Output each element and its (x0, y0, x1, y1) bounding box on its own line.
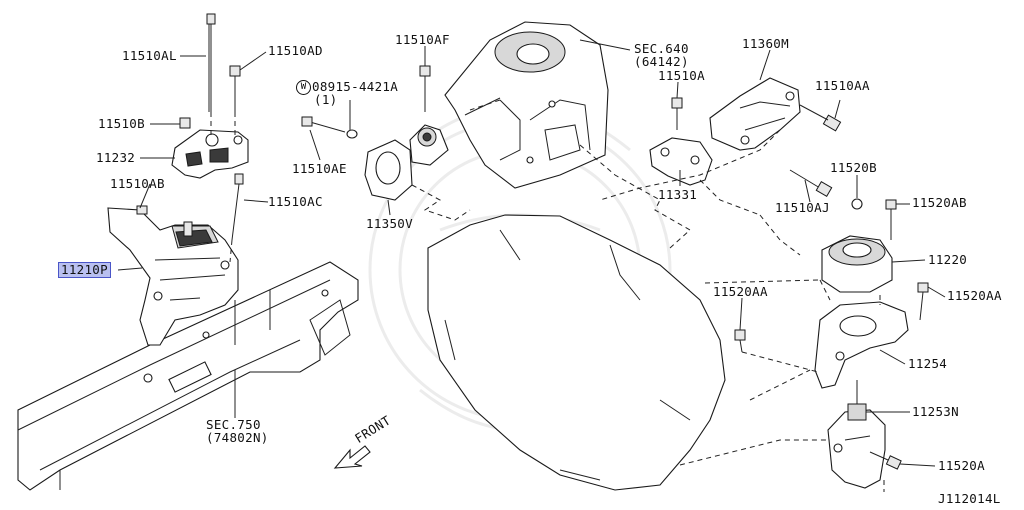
callout-11253n[interactable]: 11253N (912, 404, 959, 419)
callout-11232[interactable]: 11232 (96, 150, 136, 165)
callout-11520b[interactable]: 11520B (830, 160, 877, 175)
callout-11220[interactable]: 11220 (928, 252, 968, 267)
callout-11510al[interactable]: 11510AL (122, 48, 177, 63)
callout-08915-qty: (1) (314, 92, 338, 107)
mount-11253n (827, 380, 902, 489)
callout-08915-4421a[interactable]: 08915-4421A (312, 79, 399, 94)
bracket-11331 (649, 97, 833, 198)
bolts-left (136, 13, 244, 263)
callout-11360m[interactable]: 11360M (742, 36, 789, 51)
callout-11331[interactable]: 11331 (658, 187, 698, 202)
callout-11510ad[interactable]: 11510AD (268, 43, 323, 58)
callout-11520aa-left[interactable]: 11520AA (713, 284, 768, 299)
callout-11520ab[interactable]: 11520AB (912, 195, 967, 210)
callout-11510aj[interactable]: 11510AJ (775, 200, 830, 215)
callout-sec640-sub: (64142) (634, 54, 689, 69)
callout-11520aa-right[interactable]: 11520AA (947, 288, 1002, 303)
transmission-housing (444, 21, 609, 189)
bracket-11360m (709, 77, 842, 151)
callout-11510ae[interactable]: 11510AE (292, 161, 347, 176)
callout-11510af[interactable]: 11510AF (395, 32, 450, 47)
connection-lines (411, 99, 885, 492)
callout-11210p[interactable]: 11210P (58, 262, 111, 278)
washer-symbol-icon: W (296, 80, 311, 95)
bracket-11254 (734, 301, 909, 389)
bracket-11232 (171, 129, 249, 179)
engine-block (427, 214, 726, 491)
mount-11350v (301, 65, 449, 201)
callout-11510a[interactable]: 11510A (658, 68, 705, 83)
callout-sec750[interactable]: SEC.750 (206, 417, 261, 432)
callout-11350v[interactable]: 11350V (366, 216, 413, 231)
frame-rail (17, 261, 359, 491)
callout-11254[interactable]: 11254 (908, 356, 948, 371)
callout-11520a[interactable]: 11520A (938, 458, 985, 473)
callout-11510ac[interactable]: 11510AC (268, 194, 323, 209)
callout-sec640[interactable]: SEC.640 (634, 41, 689, 56)
diagram-id-code: J112014L (938, 491, 1001, 506)
front-arrow-icon (333, 445, 371, 469)
callout-11510aa[interactable]: 11510AA (815, 78, 870, 93)
mount-11210p (107, 207, 239, 346)
callout-11510ab[interactable]: 11510AB (110, 176, 165, 191)
mount-11220 (821, 198, 929, 321)
leader-lines (117, 39, 946, 467)
washer-symbol-letter: W (300, 82, 307, 92)
callout-11510b[interactable]: 11510B (98, 116, 145, 131)
callout-sec750-sub: (74802N) (206, 430, 269, 445)
